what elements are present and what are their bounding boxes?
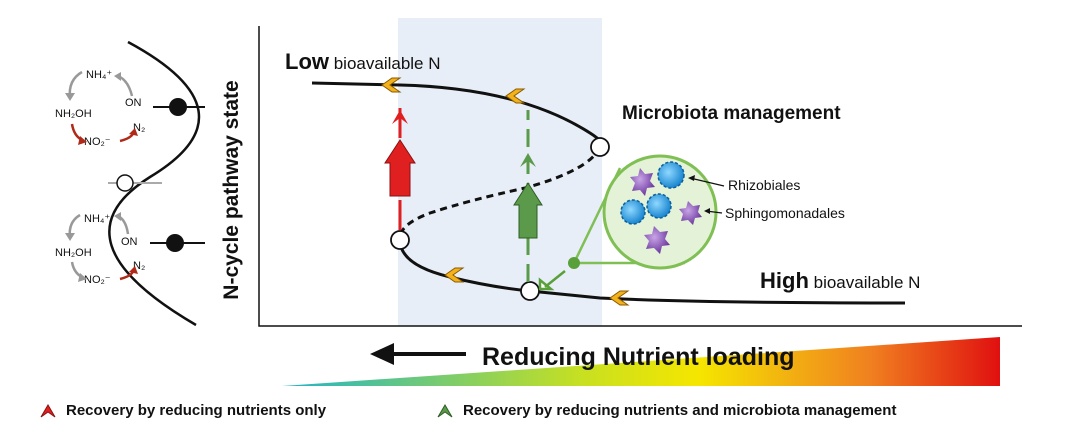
red-chevron-icon: [40, 403, 56, 417]
rhizobiales-label: Rhizobiales: [728, 177, 800, 193]
blue-microbe-icon: [646, 193, 672, 219]
red-recovery-path: [384, 100, 416, 230]
green-recovery-path: [513, 110, 543, 282]
landscape-curve: [108, 40, 201, 327]
legend-item-green: Recovery by reducing nutrients and micro…: [437, 402, 896, 419]
ncycle-bottom-nh2oh: NH₂OH: [55, 247, 92, 259]
ncycle-top-no2: NO₂⁻: [84, 136, 111, 148]
legend-item-red: Recovery by reducing nutrients only: [40, 402, 326, 419]
n-cycle-top: NH₄⁺ NH₂OH ON NO₂⁻ N₂: [55, 69, 145, 148]
ncycle-bottom-on: ON: [121, 236, 138, 248]
chevron-upper-right: [505, 88, 526, 104]
green-big-arrow: [513, 182, 543, 239]
management-tipping-point: [520, 281, 540, 301]
lower-stable-state-dot: [166, 234, 184, 252]
ncycle-top-on: ON: [125, 97, 142, 109]
unstable-branch: [398, 146, 602, 241]
legend-label-red: Recovery by reducing nutrients only: [66, 402, 327, 419]
ncycle-top-nh4: NH₄⁺: [86, 69, 112, 81]
chevron-upper-left: [381, 77, 402, 93]
direction-chevrons: [381, 77, 630, 306]
nutrient-loading-gradient: [282, 337, 1000, 386]
chevron-lower-left: [444, 267, 465, 283]
lower-tipping-point: [390, 230, 410, 250]
low-rest-label: bioavailable N: [329, 54, 441, 73]
y-axis-label: N-cycle pathway state: [220, 80, 243, 299]
ncycle-top-nh2oh: NH₂OH: [55, 108, 92, 120]
purple-microbe-icon: [679, 201, 702, 225]
ncycle-bottom-nh4: NH₄⁺: [84, 213, 110, 225]
potential-landscape: [108, 40, 205, 327]
high-rest-label: bioavailable N: [809, 273, 921, 292]
green-chevron-icon: [437, 403, 453, 417]
red-chevron-arrowhead: [392, 110, 408, 124]
ncycle-bottom-no2: NO₂⁻: [84, 274, 111, 286]
n-cycle-bottom: NH₄⁺ NH₂OH ON NO₂⁻ N₂: [55, 212, 145, 286]
blue-microbe-icon: [620, 199, 646, 225]
chevron-lower-right: [609, 290, 630, 306]
green-chevron-arrowhead: [520, 153, 536, 167]
purple-microbe-icon: [630, 168, 655, 196]
purple-microbe-icon: [644, 226, 670, 254]
unstable-state-dot: [116, 174, 134, 192]
low-bioavailable-label: Low bioavailable N: [285, 49, 441, 74]
sphingomonadales-label: Sphingomonadales: [725, 205, 845, 221]
callout-anchor-dot: [568, 257, 580, 269]
nutrient-loading-label: Reducing Nutrient loading: [482, 343, 795, 371]
red-big-arrow: [384, 139, 416, 197]
upper-tipping-point: [590, 137, 610, 157]
plot-axes: [258, 26, 1022, 327]
rhizobiales-pointer: [689, 177, 725, 187]
upper-stable-state-dot: [169, 98, 187, 116]
legend-label-green: Recovery by reducing nutrients and micro…: [463, 402, 897, 419]
reducing-direction-arrow: [370, 343, 466, 365]
blue-microbe-icon: [657, 161, 685, 189]
high-bold-label: High: [760, 268, 809, 293]
low-bold-label: Low: [285, 49, 330, 74]
high-bioavailable-label: High bioavailable N: [760, 268, 920, 293]
microbiota-management-label: Microbiota management: [622, 103, 841, 124]
microbiota-callout: Rhizobiales Sphingomonadales: [538, 154, 845, 291]
callout-hollow-arrow: [538, 270, 566, 291]
microbes: [620, 161, 702, 254]
